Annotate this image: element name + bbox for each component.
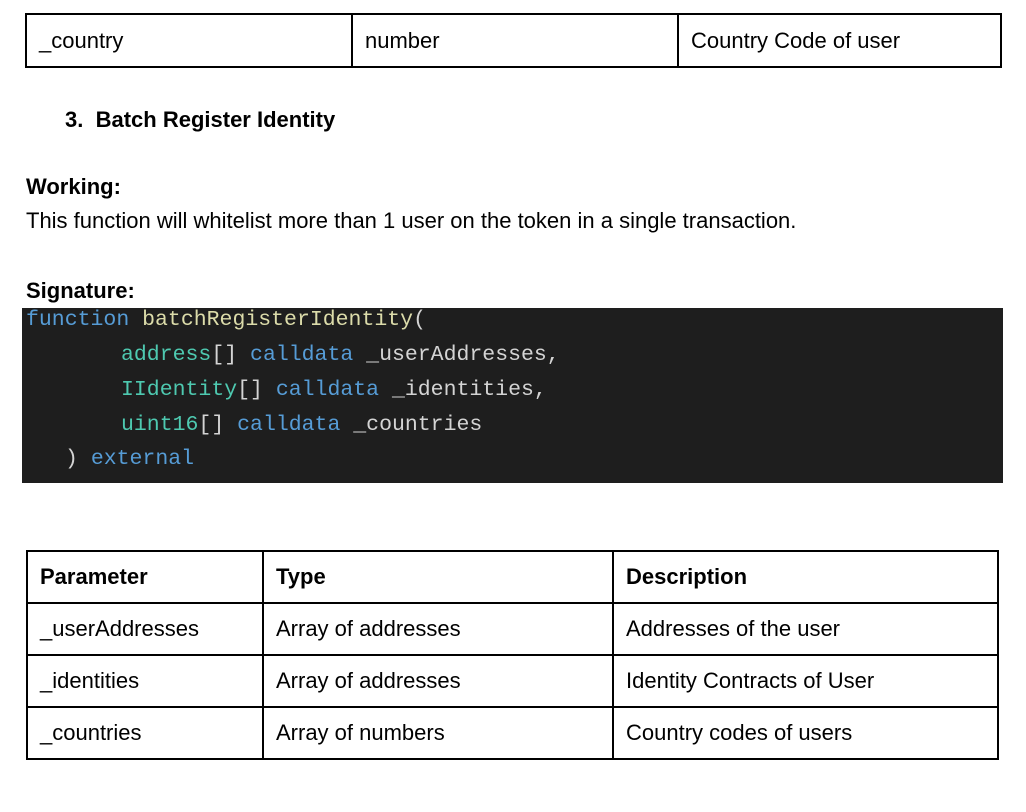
code-token: []: [211, 343, 238, 367]
code-token: []: [198, 413, 225, 437]
table-cell: Array of addresses: [262, 654, 614, 708]
table-header-row: Parameter Type Description: [26, 550, 999, 604]
code-token: _userAddresses,: [366, 343, 560, 367]
code-token: []: [237, 378, 263, 402]
working-label: Working:: [26, 174, 121, 199]
code-token: calldata: [237, 413, 341, 437]
table-cell: Identity Contracts of User: [612, 654, 999, 708]
table-cell: _identities: [26, 654, 264, 708]
table-cell: Addresses of the user: [612, 602, 999, 656]
table-cell: _userAddresses: [26, 602, 264, 656]
table-cell: Country Code of user: [677, 13, 1002, 68]
parameters-table: Parameter Type Description _userAddresse…: [26, 550, 999, 760]
signature-label: Signature:: [26, 278, 135, 303]
code-token: ): [65, 447, 78, 471]
table-cell: Array of addresses: [262, 602, 614, 656]
code-line: ) external: [65, 447, 194, 471]
code-token: batchRegisterIdentity: [142, 308, 414, 332]
working-text: This function will whitelist more than 1…: [26, 208, 797, 233]
code-token: (: [413, 308, 426, 332]
code-token: external: [90, 447, 195, 471]
code-line: address[] calldata _userAddresses,: [121, 343, 560, 367]
code-token: _countries: [353, 413, 483, 437]
table-cell: _country: [25, 13, 353, 68]
code-token: calldata: [250, 343, 354, 367]
code-line: uint16[] calldata _countries: [121, 413, 482, 437]
code-line: IIdentity[] calldata _identities,: [121, 378, 547, 402]
section-number: 3.: [65, 107, 84, 132]
code-line: function batchRegisterIdentity(: [26, 308, 426, 332]
code-token: _identities,: [391, 378, 547, 402]
code-token: uint16: [121, 413, 199, 437]
table-cell: Array of numbers: [262, 706, 614, 760]
header-cell: Description: [612, 550, 999, 604]
header-cell: Parameter: [26, 550, 264, 604]
section-heading: 3. Batch Register Identity: [65, 107, 335, 133]
code-block: function batchRegisterIdentity( address[…: [22, 308, 1003, 483]
code-token: function: [26, 308, 130, 332]
country-param-table: _country number Country Code of user: [25, 13, 1002, 68]
header-cell: Type: [262, 550, 614, 604]
table-cell: number: [351, 13, 679, 68]
section-title: Batch Register Identity: [95, 107, 336, 132]
code-token: calldata: [275, 378, 380, 402]
code-token: IIdentity: [121, 378, 238, 402]
table-cell: Country codes of users: [612, 706, 999, 760]
code-token: address: [121, 343, 212, 367]
table-row: _country number Country Code of user: [25, 13, 1002, 68]
table-cell: _countries: [26, 706, 264, 760]
